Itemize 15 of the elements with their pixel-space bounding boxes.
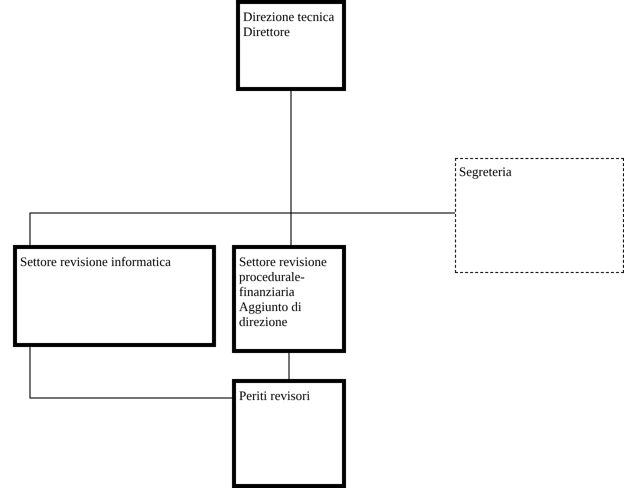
connector-line xyxy=(30,346,232,398)
org-box xyxy=(13,245,216,347)
org-box xyxy=(232,245,346,353)
node-title: Direzione tecnica xyxy=(243,9,336,24)
dashed-box xyxy=(455,158,624,273)
node-title: Segreteria xyxy=(459,164,513,179)
node-title: Settore revisione informatica xyxy=(20,254,172,269)
connector-line xyxy=(290,90,292,246)
org-box xyxy=(232,379,346,488)
node-subtitle: Aggiunto di direzione xyxy=(239,299,302,329)
node-subtitle: Direttore xyxy=(243,24,291,39)
connector-line xyxy=(288,352,290,380)
org-box xyxy=(236,0,346,91)
node-title: Settore revisione procedurale-finanziaria xyxy=(239,254,328,299)
node-title: Periti revisori xyxy=(239,388,312,403)
